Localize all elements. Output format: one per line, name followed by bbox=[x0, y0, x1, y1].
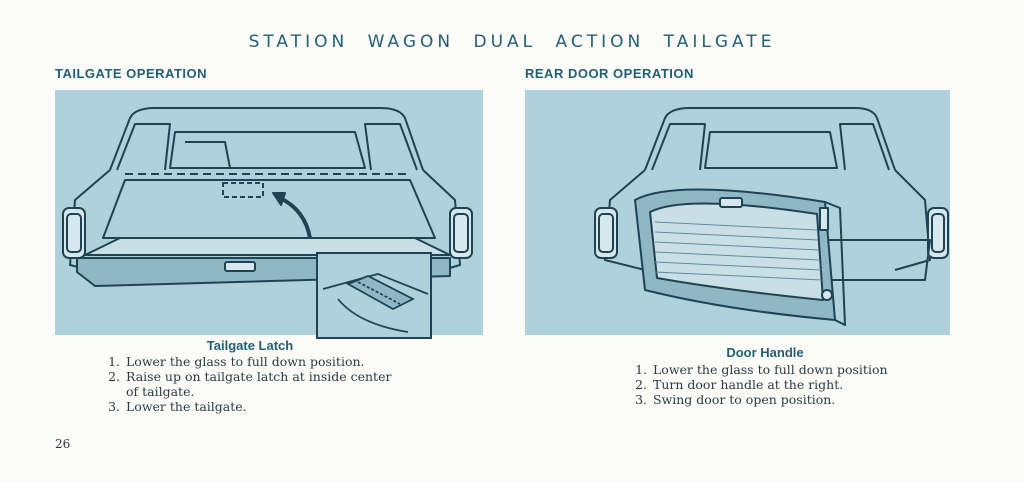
tailgate-operation-heading: TAILGATE OPERATION bbox=[55, 66, 207, 81]
tailgate-latch-subheading: Tailgate Latch bbox=[206, 338, 294, 353]
list-item: 2.Raise up on tailgate latch at inside c… bbox=[108, 369, 392, 399]
latch-detail-inset bbox=[316, 252, 432, 339]
rear-door-steps-list: 1.Lower the glass to full down position … bbox=[631, 362, 931, 407]
wagon-rear-swing-door-drawing bbox=[594, 107, 949, 326]
page-number: 26 bbox=[55, 437, 71, 451]
page-title: STATION WAGON DUAL ACTION TAILGATE bbox=[248, 32, 776, 52]
rear-door-operation-heading: REAR DOOR OPERATION bbox=[525, 66, 694, 81]
list-item: 3.Swing door to open position. bbox=[635, 392, 836, 407]
rear-door-illustration bbox=[525, 90, 950, 335]
list-item: 3.Lower the tailgate. bbox=[108, 399, 247, 414]
tailgate-steps-list: 1.Lower the glass to full down position.… bbox=[104, 354, 404, 414]
latch-closeup-drawing bbox=[322, 273, 429, 333]
door-handle-subheading: Door Handle bbox=[726, 345, 804, 360]
list-item: 1.Lower the glass to full down position. bbox=[108, 354, 365, 369]
list-item: 2.Turn door handle at the right. bbox=[635, 377, 844, 392]
list-item: 1.Lower the glass to full down position bbox=[635, 362, 888, 377]
